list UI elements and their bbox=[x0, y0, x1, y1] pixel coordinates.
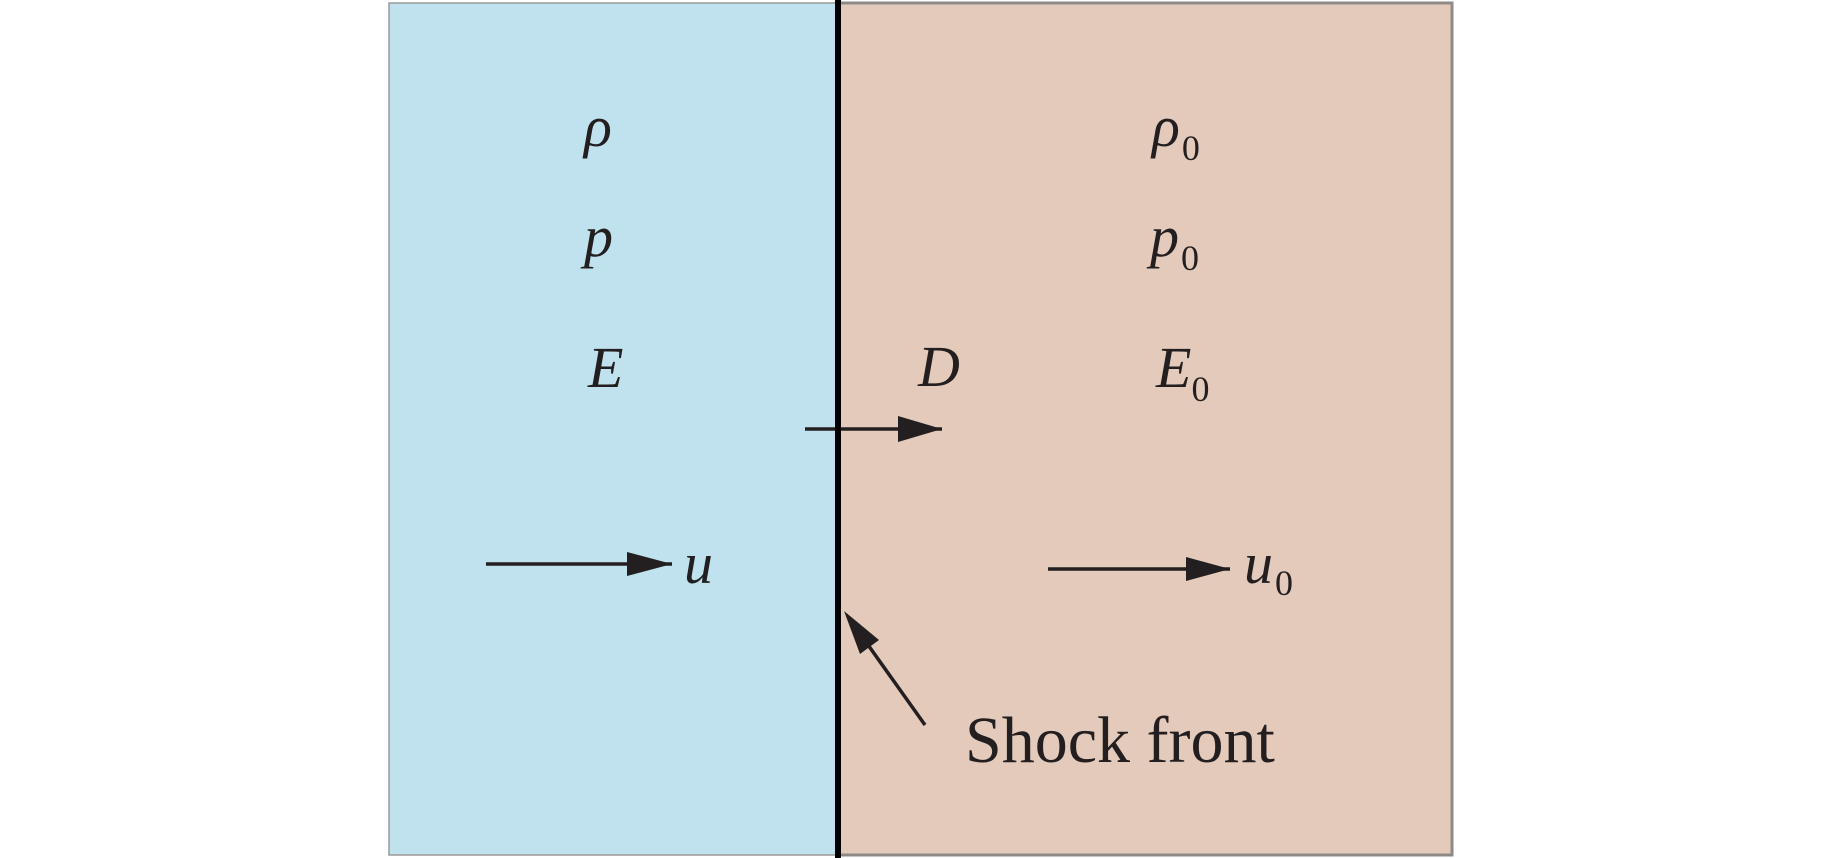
initial-density-label: ρ0 bbox=[1150, 94, 1200, 168]
energy-label: E bbox=[587, 335, 623, 400]
shock-speed-label: D bbox=[917, 334, 960, 399]
initial-velocity-label: u0 bbox=[1244, 531, 1293, 603]
shock-front-pointer-head bbox=[844, 611, 879, 654]
velocity-arrowhead bbox=[627, 552, 672, 576]
initial-velocity-arrowhead bbox=[1186, 557, 1230, 581]
shocked-region bbox=[388, 2, 839, 856]
shock-front-label: Shock front bbox=[965, 704, 1275, 777]
shock-speed-arrowhead bbox=[898, 416, 942, 442]
initial-energy-label: E0 bbox=[1155, 335, 1209, 409]
initial-pressure-label: p0 bbox=[1146, 204, 1199, 278]
density-label: ρ bbox=[582, 94, 612, 159]
velocity-label: u bbox=[684, 531, 713, 596]
pressure-label: p bbox=[580, 204, 613, 269]
